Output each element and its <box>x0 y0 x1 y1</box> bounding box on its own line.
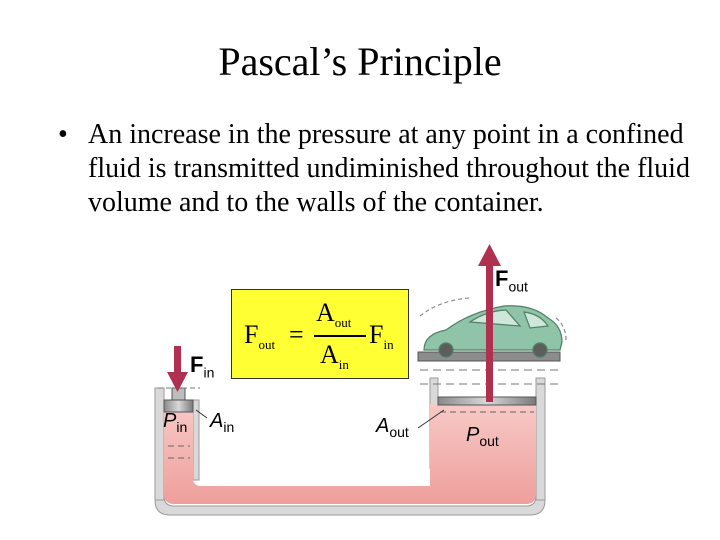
fluid <box>164 404 536 504</box>
f-in-subscript: in <box>203 364 215 381</box>
f-out-label: Fout <box>495 266 528 294</box>
formula-denominator-subscript: in <box>338 357 349 372</box>
bullet-mark: • <box>58 119 68 150</box>
formula-denominator: Ain <box>320 342 349 378</box>
formula-numerator-symbol: A <box>316 298 335 327</box>
force-in-arrow <box>167 346 188 392</box>
f-in-label: Fin <box>190 352 214 380</box>
formula-denominator-symbol: A <box>320 340 339 369</box>
slide-title: Pascal’s Principle <box>218 39 502 84</box>
formula-equals: = <box>289 320 304 349</box>
f-out-subscript: out <box>508 278 528 295</box>
bullet-text: An increase in the pressure at any point… <box>88 119 690 218</box>
a-in-label: Ain <box>210 410 234 435</box>
p-in-symbol: P <box>163 410 177 432</box>
formula-lhs-subscript: out <box>258 337 276 352</box>
a-out-subscript: out <box>389 424 409 440</box>
p-out-symbol: P <box>466 424 480 446</box>
bullet-item: • An increase in the pressure at any poi… <box>58 118 698 220</box>
f-in-symbol: F <box>190 352 204 377</box>
formula-numerator: Aout <box>316 300 351 336</box>
p-in-subscript: in <box>176 419 188 435</box>
a-in-subscript: in <box>223 419 235 435</box>
f-out-symbol: F <box>495 266 509 291</box>
formula-lhs: Fout <box>244 322 275 358</box>
a-in-symbol: A <box>210 410 224 432</box>
p-in-label: Pin <box>163 410 187 435</box>
a-out-symbol: A <box>376 415 390 437</box>
formula-rhs-subscript: in <box>383 337 394 352</box>
fraction-bar <box>314 335 366 337</box>
formula-rhs-symbol: F <box>369 320 384 349</box>
formula-rhs: Fin <box>369 322 394 358</box>
p-out-label: Pout <box>466 424 499 449</box>
a-out-label: Aout <box>376 415 409 440</box>
p-out-subscript: out <box>479 433 499 449</box>
formula-numerator-subscript: out <box>334 315 352 330</box>
formula-box: Fout = Aout Ain Fin <box>231 289 409 379</box>
force-out-arrow <box>478 244 501 402</box>
formula-lhs-symbol: F <box>244 320 259 349</box>
